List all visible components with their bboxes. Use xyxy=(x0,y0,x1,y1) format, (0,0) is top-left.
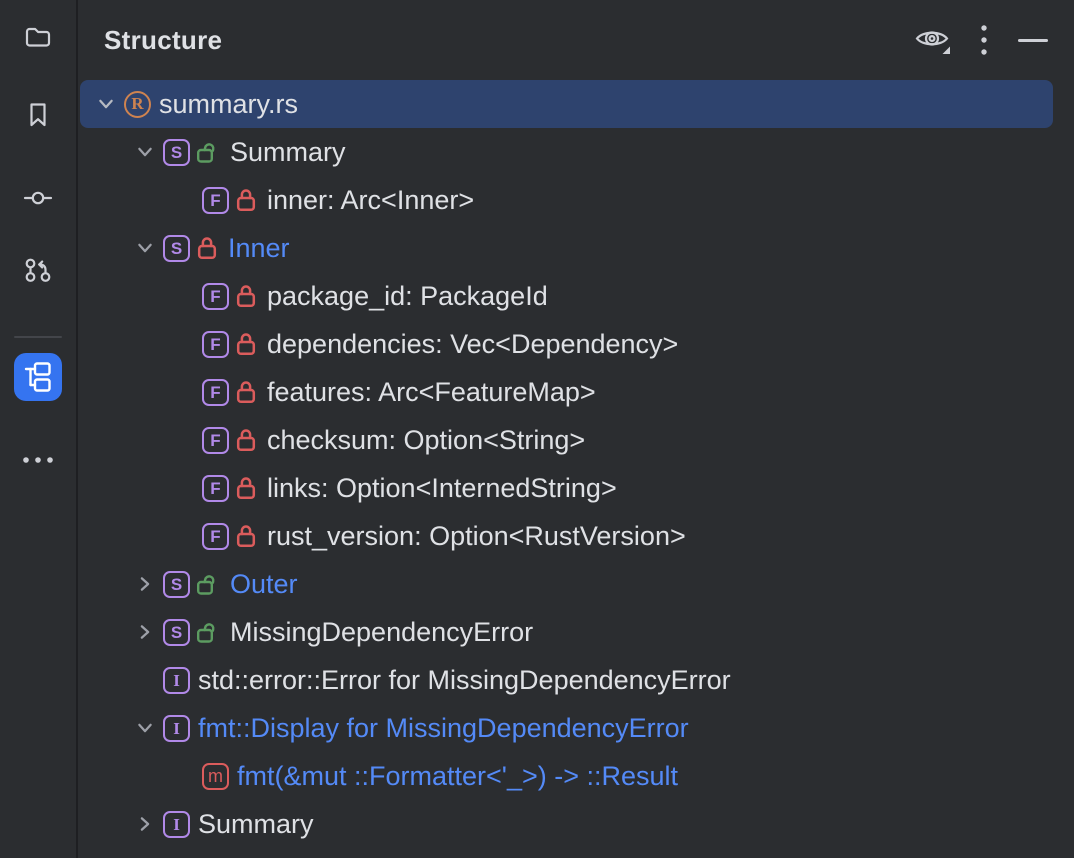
tree-row-impl-std-error[interactable]: I std::error::Error for MissingDependenc… xyxy=(78,656,1074,704)
interface-icon: I xyxy=(163,810,190,838)
lock-open-icon xyxy=(196,619,220,645)
sidebar-item-more-tool-windows[interactable] xyxy=(14,437,62,485)
struct-icon: S xyxy=(163,570,190,598)
lock-open-icon xyxy=(196,139,220,165)
tree-row-label: rust_version: Option<RustVersion> xyxy=(267,520,686,551)
tree-row-label: summary.rs xyxy=(159,88,298,119)
tree-row-impl-summary[interactable]: I Summary xyxy=(78,800,1074,848)
bookmark-icon xyxy=(23,100,53,135)
page-title: Structure xyxy=(104,24,223,55)
tree-row-label: fmt(&mut ::Formatter<'_>) -> ::Result xyxy=(237,760,679,791)
tree-row-label: Summary xyxy=(198,808,314,839)
tree-row-label: Summary xyxy=(230,136,346,167)
kebab-menu-icon[interactable] xyxy=(980,23,988,57)
chevron-right-icon[interactable] xyxy=(127,574,163,594)
structure-panel: Structure xyxy=(78,0,1074,858)
chevron-down-icon[interactable] xyxy=(127,718,163,738)
pull-request-icon xyxy=(23,256,53,291)
rust-file-icon: R xyxy=(124,90,151,118)
panel-header: Structure xyxy=(78,0,1074,80)
sidebar-item-bookmarks[interactable] xyxy=(14,93,62,141)
field-icon: F xyxy=(202,282,229,310)
interface-icon: I xyxy=(163,714,190,742)
field-icon: F xyxy=(202,378,229,406)
tree-row-struct-inner[interactable]: S Inner xyxy=(78,224,1074,272)
structure-icon xyxy=(21,358,55,397)
lock-closed-icon xyxy=(235,475,257,501)
tree-row-struct-outer[interactable]: S Outer xyxy=(78,560,1074,608)
tree-row-method-fmt[interactable]: m fmt(&mut ::Formatter<'_>) -> ::Result xyxy=(78,752,1074,800)
sidebar-item-structure[interactable] xyxy=(14,353,62,401)
tree-row-label: links: Option<InternedString> xyxy=(267,472,617,503)
lock-closed-icon xyxy=(235,523,257,549)
field-icon: F xyxy=(202,330,229,358)
struct-icon: S xyxy=(163,138,190,166)
tree-row-label: std::error::Error for MissingDependencyE… xyxy=(198,664,731,695)
sidebar-item-commit[interactable] xyxy=(14,176,62,224)
tree-row-field-checksum[interactable]: F checksum: Option<String> xyxy=(78,416,1074,464)
chevron-down-icon[interactable] xyxy=(127,142,163,162)
tree-row-label: package_id: PackageId xyxy=(267,280,548,311)
lock-closed-icon xyxy=(235,187,257,213)
tool-window-stripe xyxy=(0,0,78,858)
stripe-divider xyxy=(14,336,62,338)
tree-row-label: Inner xyxy=(228,232,290,263)
ellipsis-icon xyxy=(21,452,55,470)
lock-closed-icon xyxy=(235,379,257,405)
struct-icon: S xyxy=(163,618,190,646)
tree-row-field-inner[interactable]: F inner: Arc<Inner> xyxy=(78,176,1074,224)
lock-closed-icon xyxy=(235,331,257,357)
tree-row-field-rust-version[interactable]: F rust_version: Option<RustVersion> xyxy=(78,512,1074,560)
field-icon: F xyxy=(202,426,229,454)
method-icon: m xyxy=(202,762,229,790)
tree-row-struct-summary[interactable]: S Summary xyxy=(78,128,1074,176)
chevron-right-icon[interactable] xyxy=(127,622,163,642)
commit-icon xyxy=(23,183,53,218)
tree-row-label: fmt::Display for MissingDependencyError xyxy=(198,712,689,743)
field-icon: F xyxy=(202,474,229,502)
lock-closed-icon xyxy=(196,235,218,261)
eye-icon[interactable] xyxy=(914,25,950,55)
interface-icon: I xyxy=(163,666,190,694)
lock-closed-icon xyxy=(235,427,257,453)
tree-row-field-links[interactable]: F links: Option<InternedString> xyxy=(78,464,1074,512)
sidebar-item-project[interactable] xyxy=(14,15,62,63)
tree-row-label: checksum: Option<String> xyxy=(267,424,586,455)
header-actions xyxy=(914,23,1048,57)
tree-row-summary-rs[interactable]: R summary.rs xyxy=(80,80,1053,128)
tree-row-label: features: Arc<FeatureMap> xyxy=(267,376,596,407)
lock-open-icon xyxy=(196,571,220,597)
struct-icon: S xyxy=(163,234,190,262)
tree-row-struct-missing-dependency-error[interactable]: S MissingDependencyError xyxy=(78,608,1074,656)
tree-row-field-dependencies[interactable]: F dependencies: Vec<Dependency> xyxy=(78,320,1074,368)
folder-icon xyxy=(23,22,53,57)
field-icon: F xyxy=(202,186,229,214)
chevron-right-icon[interactable] xyxy=(127,814,163,834)
field-icon: F xyxy=(202,522,229,550)
tree-row-impl-fmt-display[interactable]: I fmt::Display for MissingDependencyErro… xyxy=(78,704,1074,752)
tree-row-label: dependencies: Vec<Dependency> xyxy=(267,328,679,359)
tree-row-field-package-id[interactable]: F package_id: PackageId xyxy=(78,272,1074,320)
tree-row-label: Outer xyxy=(230,568,298,599)
tree-row-field-features[interactable]: F features: Arc<FeatureMap> xyxy=(78,368,1074,416)
minimize-dash-icon[interactable] xyxy=(1018,38,1048,42)
sidebar-item-pull-requests[interactable] xyxy=(14,249,62,297)
chevron-down-icon[interactable] xyxy=(88,94,124,114)
tree-row-label: MissingDependencyError xyxy=(230,616,534,647)
chevron-down-icon[interactable] xyxy=(127,238,163,258)
structure-tree: R summary.rs S Summary xyxy=(78,80,1074,858)
tree-row-label: inner: Arc<Inner> xyxy=(267,184,475,215)
lock-closed-icon xyxy=(235,283,257,309)
